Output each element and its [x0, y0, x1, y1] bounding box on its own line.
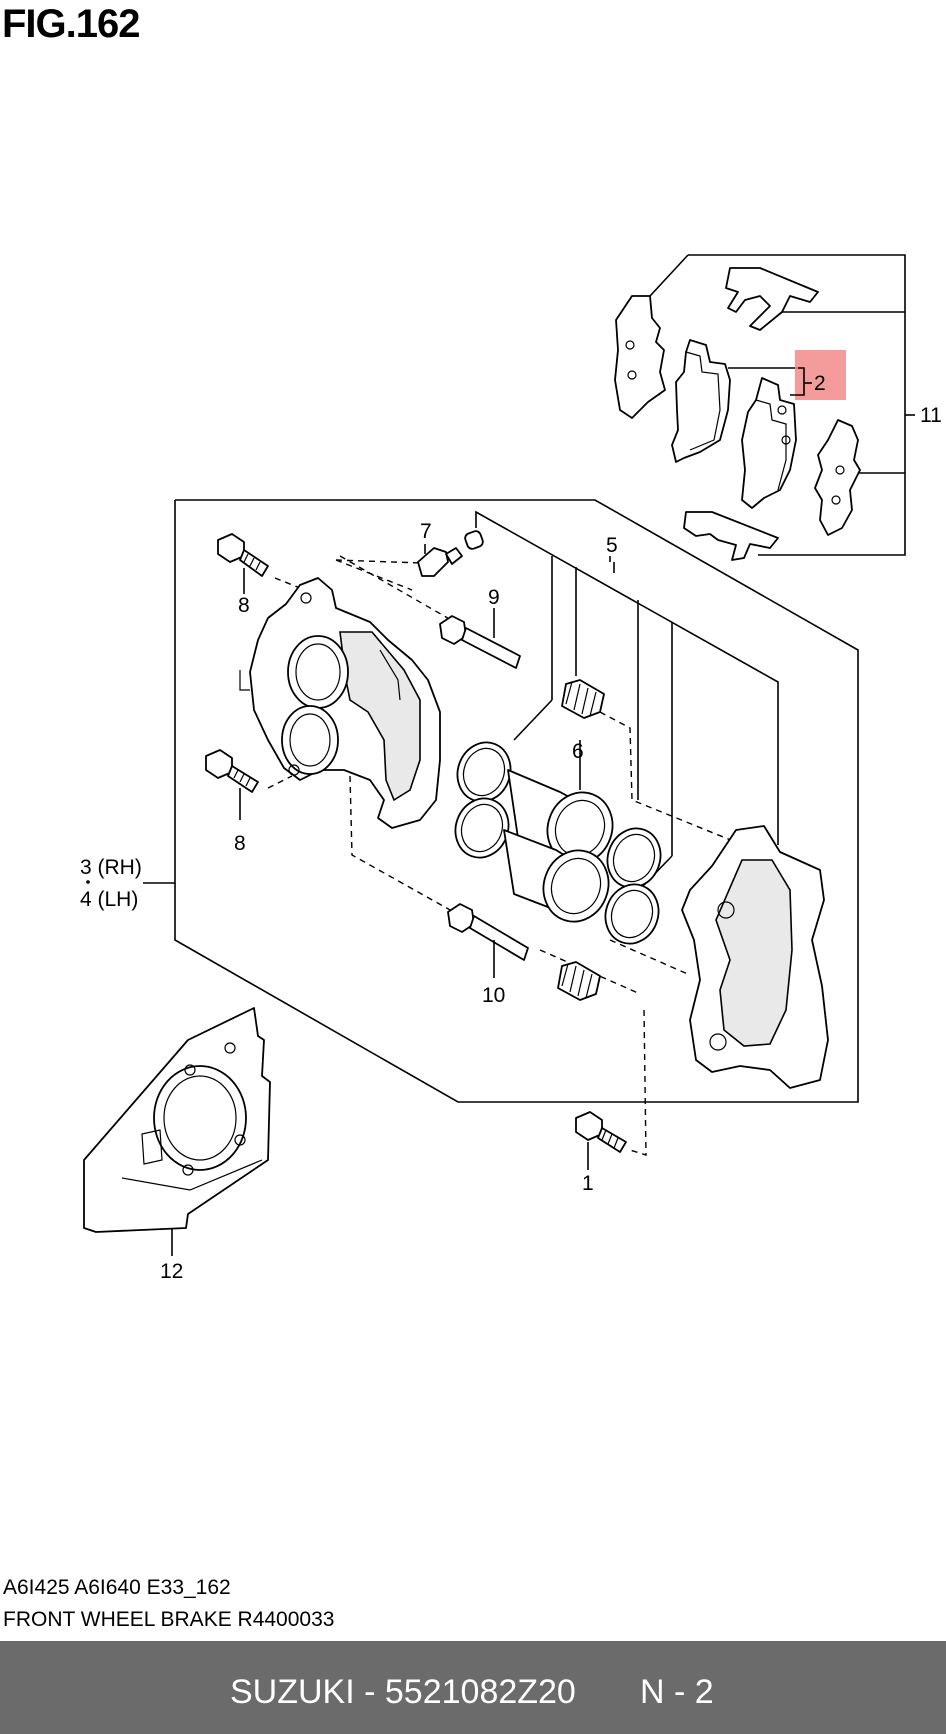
- pad-clip-lower: [683, 511, 779, 561]
- brake-pad-inner: [741, 377, 797, 509]
- brake-pad-outer: [671, 339, 731, 463]
- footer-part-number: SUZUKI - 5521082Z20: [230, 1673, 576, 1711]
- slide-pin-lower: [447, 903, 529, 978]
- alignment-lines: [267, 555, 781, 1156]
- callout-1: 1: [582, 1172, 594, 1195]
- callout-10: 10: [482, 984, 505, 1007]
- caliper-bolt-lower: [205, 749, 259, 820]
- callout-2: 2: [814, 372, 826, 395]
- callout-4: 4 (LH): [80, 888, 138, 911]
- pad-clip-upper: [725, 267, 819, 331]
- piston-seals: [454, 741, 662, 945]
- caliper-assembly-frame: [143, 499, 859, 1103]
- callout-7: 7: [420, 520, 432, 543]
- callout-8-upper: 8: [238, 594, 250, 617]
- footer-bar: SUZUKI - 5521082Z20 N - 2: [0, 1641, 946, 1734]
- callout-separator-dot: [86, 880, 90, 884]
- callout-3: 3 (RH): [80, 856, 142, 879]
- dust-shield: [83, 1007, 271, 1256]
- bracket-bolt: [575, 1111, 627, 1170]
- callout-9: 9: [488, 586, 500, 609]
- callout-11: 11: [920, 404, 942, 427]
- caption-description: FRONT WHEEL BRAKE R4400033: [3, 1608, 335, 1631]
- caliper-body: [239, 577, 441, 829]
- figure-title: FIG.162: [2, 2, 141, 46]
- pin-boot-upper: [561, 679, 605, 719]
- caliper-pistons: [503, 740, 614, 923]
- callout-6: 6: [572, 740, 584, 763]
- shim-outer: [614, 295, 666, 419]
- callout-8-lower: 8: [234, 832, 246, 855]
- shim-inner: [814, 419, 861, 536]
- caliper-bolt-upper: [217, 533, 269, 594]
- caption-codes: A6I425 A6I640 E33_162: [3, 1576, 231, 1599]
- pin-boot-lower: [557, 961, 601, 1001]
- pad-kit-group: [614, 254, 915, 561]
- caliper-mounting-bracket: [681, 825, 829, 1089]
- bleeder-screw: [417, 530, 484, 577]
- slide-pin-upper: [439, 608, 521, 669]
- callout-5: 5: [606, 534, 618, 557]
- footer-page-indicator: N - 2: [640, 1673, 714, 1711]
- callout-12: 12: [160, 1260, 183, 1283]
